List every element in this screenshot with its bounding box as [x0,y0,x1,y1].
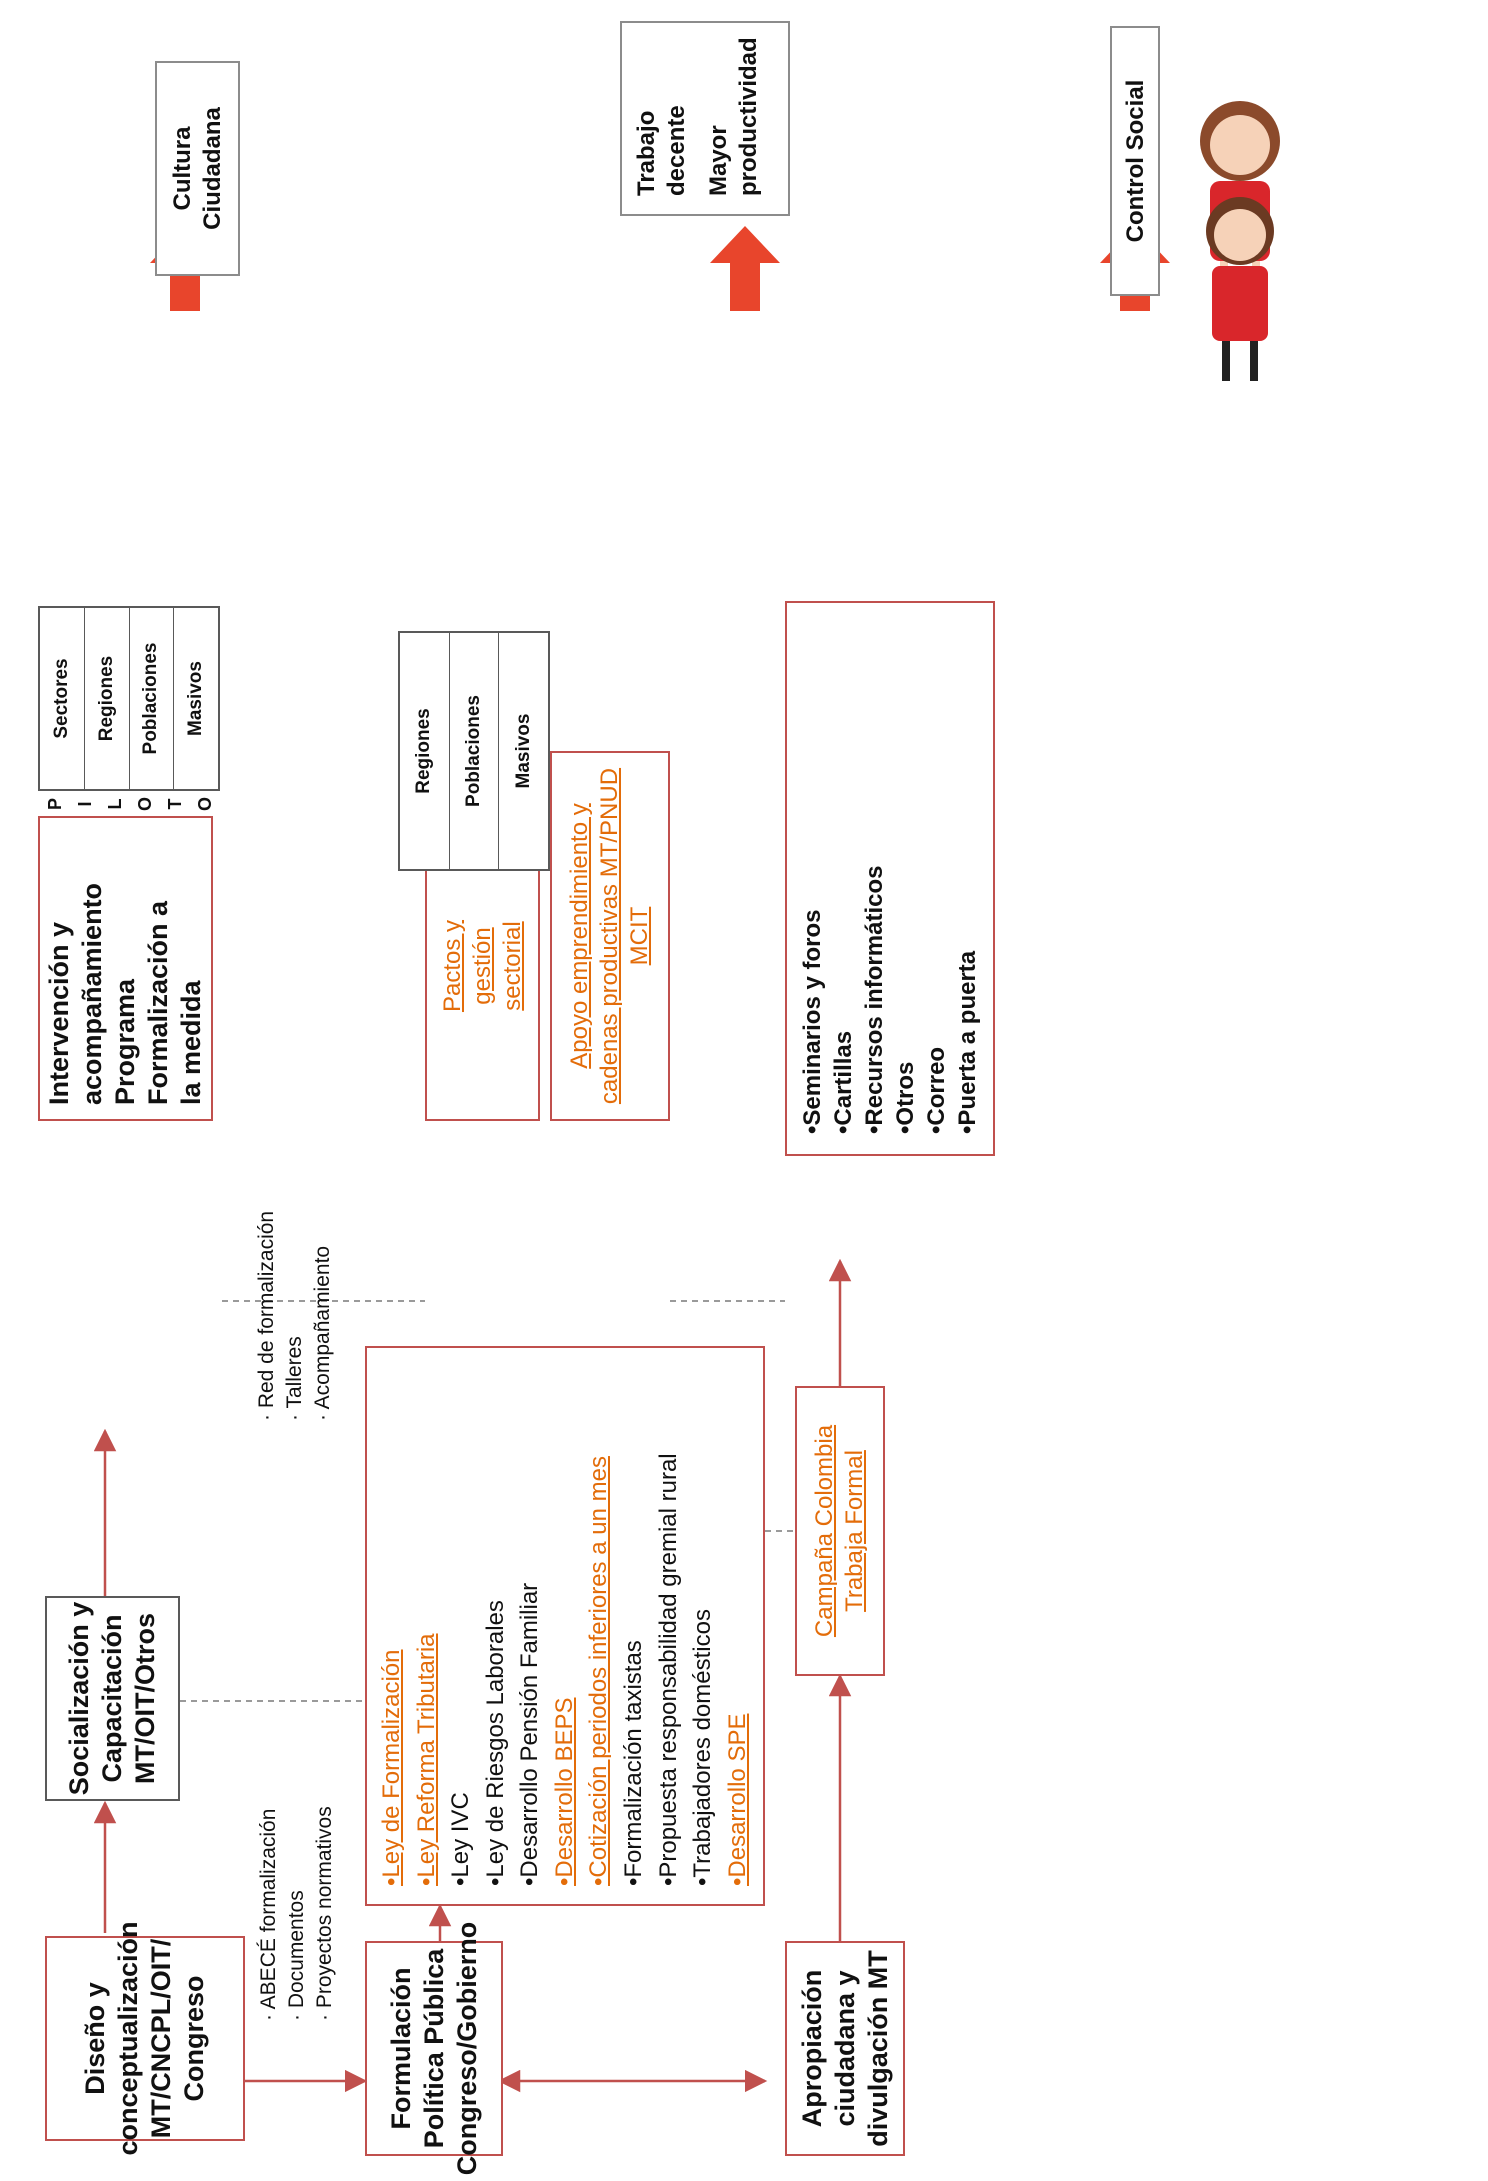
policy-list-box: •Ley de Formalización •Ley Reforma Tribu… [365,1346,765,1906]
pilot-letter-3: L [104,798,125,810]
design-item-1: · ABECÉ formalización [257,1808,280,2021]
socialization-items: · Red de formalización · Talleres · Acom… [240,1121,350,1421]
pilot-item-regiones: Regiones [84,608,130,789]
intervention-line-5: la medida [176,980,206,1105]
design-line-1: Diseño y [80,1982,110,2095]
pilot-item-sectores: Sectores [40,608,85,789]
pilot-letter-6: O [194,797,215,812]
design-line-4: Congreso [179,1975,209,2102]
pilot-item-poblaciones: Poblaciones [129,608,175,789]
design-items: · ABECÉ formalización · Documentos · Pro… [238,1791,356,2021]
pilot-item-masivos: Masivos [185,661,207,736]
policy-item-6[interactable]: •Desarrollo BEPS [550,1697,578,1886]
policy-line-1: Formulación [385,1967,416,2130]
work-line-4: Mayor [705,125,732,196]
media-item-5: •Correo [922,1046,950,1134]
appropriation-line-1: Apropiación [796,1969,827,2128]
control-box: Control Social [1110,26,1160,296]
support-line-1: Apoyo emprendimiento y [566,803,593,1069]
policy-item-1[interactable]: •Ley de Formalización [378,1649,406,1886]
design-box: Diseño y conceptualización MT/CNCPL/OIT/… [45,1921,245,2156]
socialization-line-2: Capacitación [97,1614,127,1783]
sector-pacts-line-2: gestión [468,927,496,1005]
middle-items: Regiones Poblaciones Masivos [398,631,550,871]
policy-item-3: •Ley IVC [447,1792,475,1886]
media-item-2: •Cartillas [829,1030,857,1134]
support-box[interactable]: Apoyo emprendimiento y cadenas productiv… [550,751,670,1121]
intervention-line-4: Formalización a [143,900,173,1105]
design-line-2: conceptualización [113,1921,143,2156]
intervention-line-3: Programa [110,978,140,1105]
pilot-letter-1: P [44,798,65,811]
sector-pacts-line-3: sectorial [498,921,526,1011]
policy-line-2: Política Pública [418,1948,449,2149]
design-item-3: · Proyectos normativos [313,1806,336,2021]
policy-line-3: Congreso/Gobierno [451,1921,482,2176]
socialization-item-2: · Talleres [283,1336,306,1421]
policy-item-2[interactable]: •Ley Reforma Tributaria [412,1633,440,1886]
media-item-3: •Recursos informáticos [860,865,888,1134]
media-item-6: •Puerta a puerta [953,950,981,1134]
appropriation-line-2: ciudadana y [829,1970,860,2127]
campaign-box[interactable]: Campaña Colombia Trabaja Formal [795,1386,885,1676]
appropriation-box: Apropiación ciudadana y divulgación MT [785,1941,905,2156]
policy-item-7[interactable]: •Cotización periodos inferiores a un mes [585,1456,613,1886]
policy-item-10: •Trabajadores domésticos [689,1609,717,1886]
socialization-line-3: MT/OIT/Otros [130,1613,160,1785]
campaign-line-1: Campaña Colombia [811,1424,838,1638]
support-line-2: cadenas productivas MT/PNUD [596,767,623,1105]
work-line-1: Trabajo [633,110,660,196]
middle-item-regiones: Regiones [400,633,450,869]
appropriation-line-3: divulgación MT [862,1950,893,2147]
media-item-1: •Seminarios y foros [798,909,826,1134]
media-item-4: •Otros [891,1061,919,1134]
support-line-3: MCIT [626,906,653,966]
socialization-box: Socialización y Capacitación MT/OIT/Otro… [45,1596,180,1801]
work-box: Trabajo decente Mayor productividad [620,21,790,216]
outcome-arrow-work [710,226,780,311]
pilot-letter-4: O [134,797,155,812]
socialization-item-3: · Acompañamiento [311,1245,334,1421]
culture-box: Cultura Ciudadana [155,61,240,276]
middle-item-poblaciones: Poblaciones [449,633,500,869]
middle-item-masivos: Masivos [512,713,534,789]
design-item-2: · Documentos [285,1890,308,2021]
sector-pacts-line-1: Pactos y [438,919,466,1013]
pilot-label: P I L O T O [40,795,220,813]
socialization-line-1: Socialización y [64,1601,94,1796]
intervention-line-2: acompañamiento [77,882,107,1105]
policy-item-5: •Desarrollo Pensión Familiar [516,1582,544,1886]
policy-item-9: •Propuesta responsabilidad gremial rural [654,1453,682,1886]
pilot-items: Sectores Regiones Poblaciones Masivos [38,606,220,791]
control-line-1: Control Social [1121,79,1149,243]
policy-item-4: •Ley de Riesgos Laborales [481,1600,509,1886]
pilot-letter-2: I [74,801,95,807]
policy-box: Formulación Política Pública Congreso/Go… [365,1922,503,2175]
campaign-line-2: Trabaja Formal [841,1450,868,1612]
design-line-3: MT/CNCPL/OIT/ [146,1938,176,2139]
policy-item-8: •Formalización taxistas [619,1640,647,1886]
work-line-2: decente [663,105,690,196]
pilot-letter-5: T [164,798,185,810]
culture-line-2: Ciudadana [198,107,226,230]
work-line-3 [692,41,704,196]
culture-line-1: Cultura [168,126,196,211]
media-box: •Seminarios y foros •Cartillas •Recursos… [785,601,995,1156]
intervention-box: Intervención y acompañamiento Programa F… [38,816,213,1121]
socialization-item-1: · Red de formalización [255,1210,278,1421]
intervention-line-1: Intervención y [44,921,74,1105]
work-line-5: productividad [735,37,762,196]
policy-item-11[interactable]: •Desarrollo SPE [723,1713,751,1886]
